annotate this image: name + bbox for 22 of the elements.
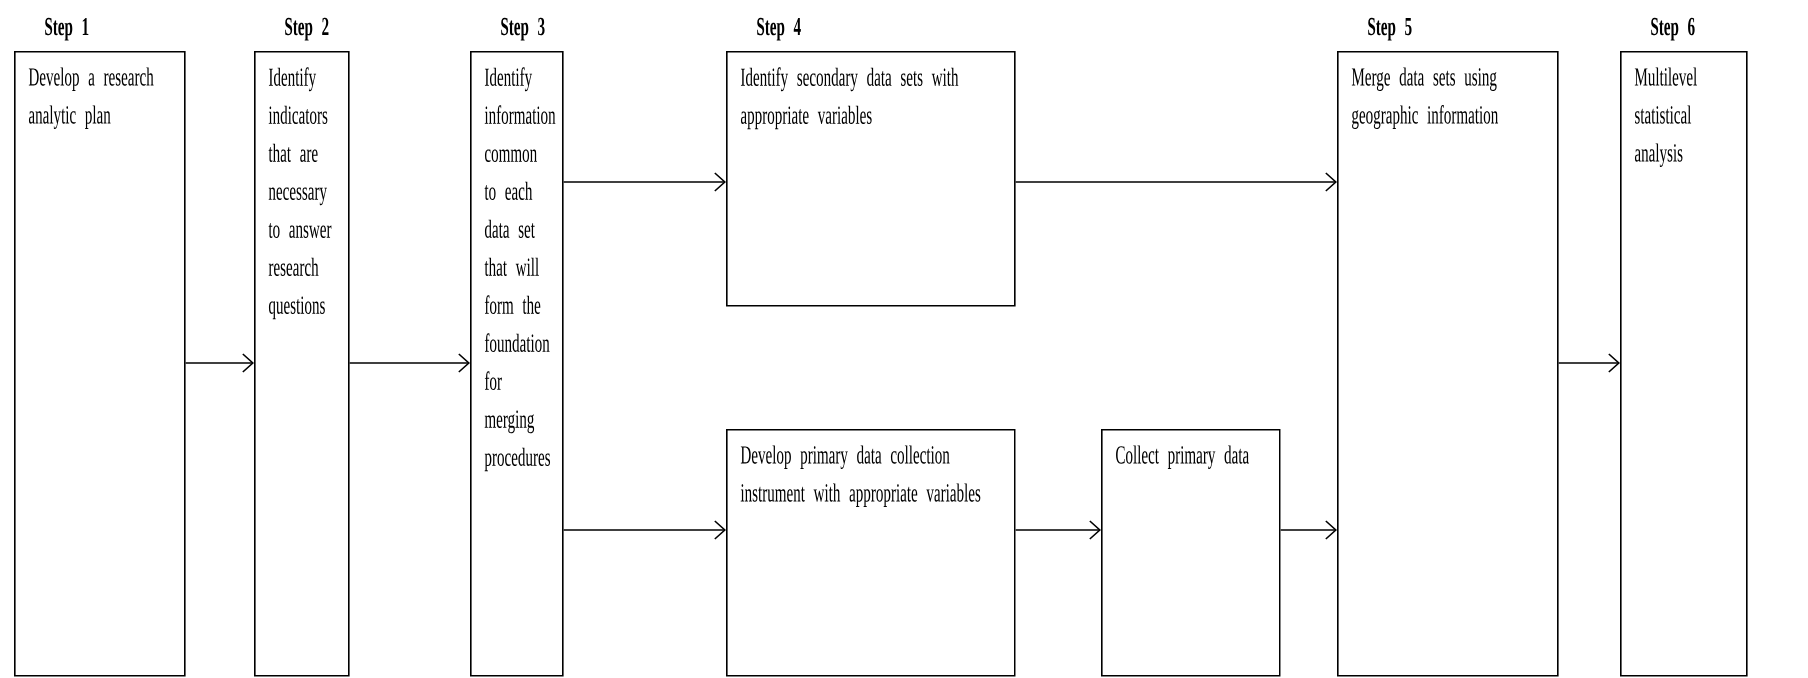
arrow bbox=[1557, 353, 1620, 373]
process-box: Identify secondary data sets with appropriate variables bbox=[726, 51, 1016, 307]
process-box: Develop a research analytic plan bbox=[14, 51, 186, 677]
arrow bbox=[562, 520, 726, 540]
arrow bbox=[1014, 172, 1337, 192]
process-box: Identify indicators that are necessary to answer research questions bbox=[254, 51, 350, 677]
step-heading: Step 1 bbox=[45, 17, 89, 41]
arrow bbox=[1014, 520, 1101, 540]
step-heading: Step 4 bbox=[757, 17, 801, 41]
arrow bbox=[184, 353, 254, 373]
process-box: Develop primary data collection instrument with appropriate variables bbox=[726, 429, 1016, 677]
step-heading: Step 2 bbox=[285, 17, 329, 41]
process-box: Merge data sets using geographic information bbox=[1337, 51, 1559, 677]
arrow bbox=[1279, 520, 1337, 540]
step-heading: Step 3 bbox=[501, 17, 545, 41]
step-heading: Step 5 bbox=[1368, 17, 1412, 41]
arrow bbox=[562, 172, 726, 192]
step-heading: Step 6 bbox=[1651, 17, 1695, 41]
arrow bbox=[348, 353, 470, 373]
process-box: Multilevel statistical analysis bbox=[1620, 51, 1748, 677]
process-box: Identify information common to each data set that will form the foundation for merging procedures bbox=[470, 51, 564, 677]
process-box: Collect primary data bbox=[1101, 429, 1281, 677]
